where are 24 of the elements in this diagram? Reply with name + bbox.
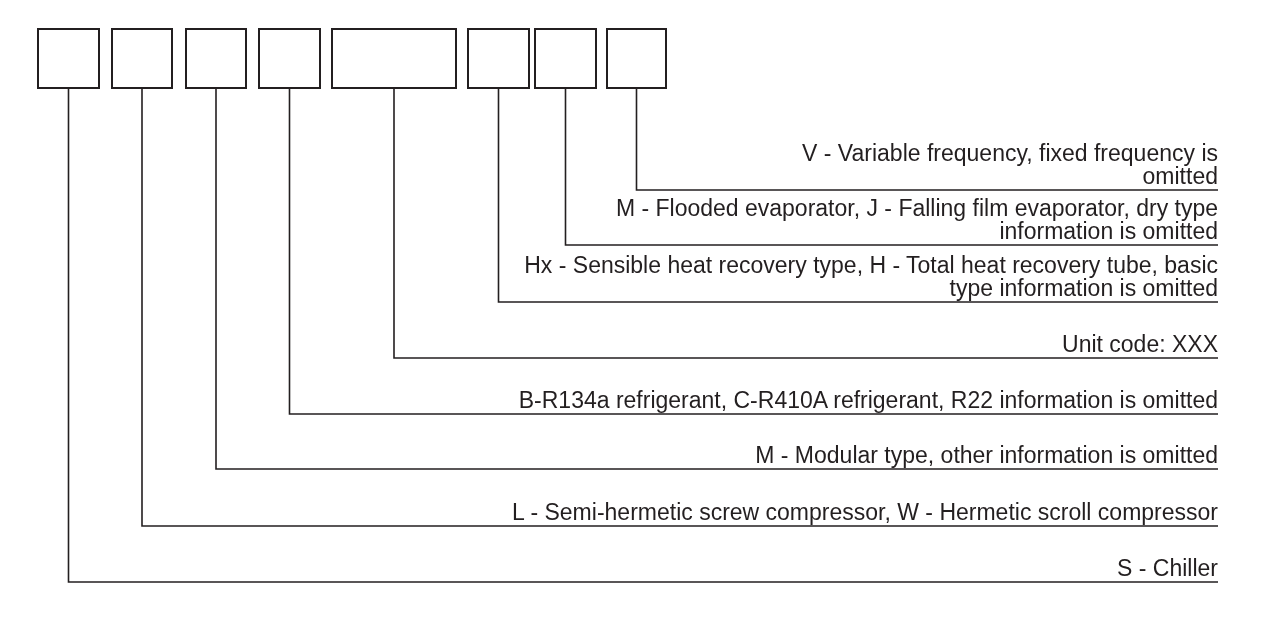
leader-line bbox=[215, 88, 1219, 470]
code-box bbox=[467, 28, 530, 89]
code-box bbox=[534, 28, 597, 89]
code-box bbox=[331, 28, 457, 89]
code-box bbox=[258, 28, 321, 89]
code-description: M - Modular type, other information is omitted bbox=[755, 444, 1218, 467]
code-box bbox=[37, 28, 100, 89]
code-box bbox=[185, 28, 247, 89]
leader-line bbox=[288, 88, 1219, 415]
code-description: Unit code: XXX bbox=[1062, 333, 1218, 356]
leader-line bbox=[497, 88, 1219, 303]
code-description: V - Variable frequency, fixed frequency is omitted bbox=[768, 142, 1218, 188]
leader-line bbox=[564, 88, 1219, 246]
leader-line bbox=[393, 88, 1219, 359]
code-description: M - Flooded evaporator, J - Falling film evaporator, dry type information is omitted bbox=[518, 197, 1218, 243]
code-box bbox=[111, 28, 173, 89]
leader-line bbox=[67, 88, 1219, 583]
code-description: L - Semi-hermetic screw compressor, W - Hermetic scroll compressor bbox=[512, 501, 1218, 524]
code-description: B-R134a refrigerant, C-R410A refrigerant, R22 information is omitted bbox=[518, 389, 1218, 412]
code-description: S - Chiller bbox=[1117, 557, 1218, 580]
leader-line bbox=[635, 88, 1219, 191]
leader-line bbox=[141, 88, 1219, 527]
code-description: Hx - Sensible heat recovery type, H - Total heat recovery tube, basic type information is omitted bbox=[478, 254, 1218, 300]
code-box bbox=[606, 28, 667, 89]
